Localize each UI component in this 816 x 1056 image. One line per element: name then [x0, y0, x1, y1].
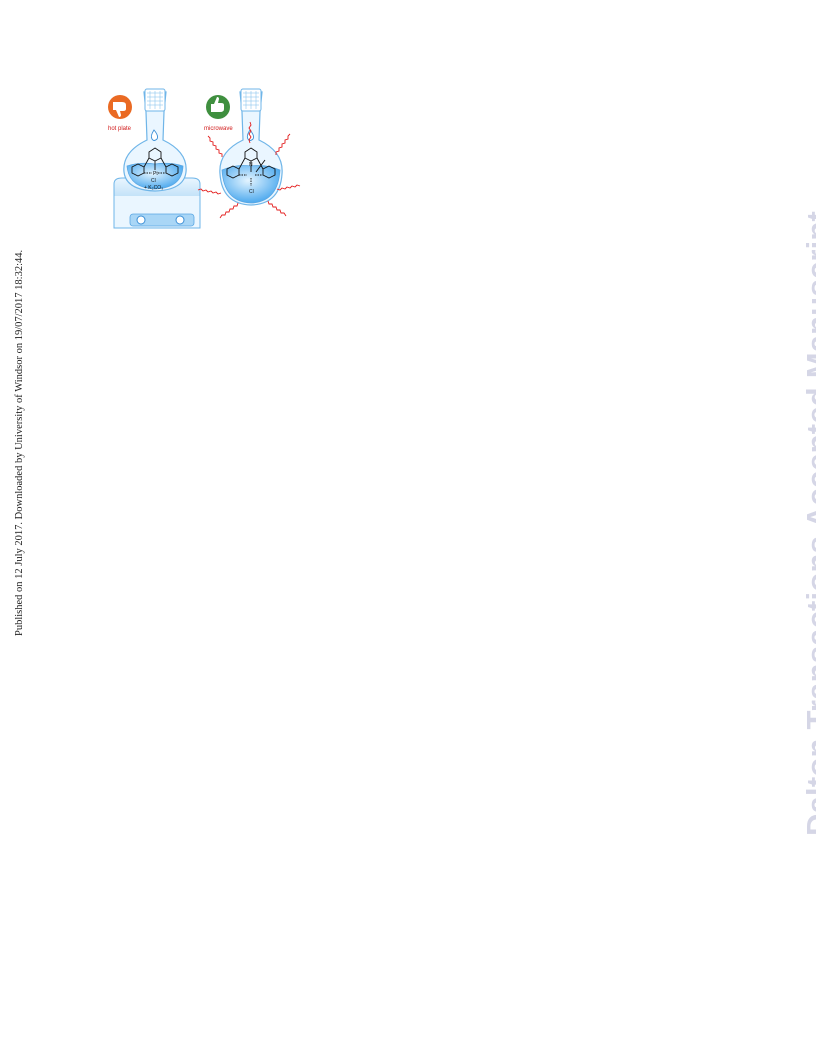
journal-watermark: Dalton Transactions Accepted Manuscript [800, 210, 816, 836]
complex-structure [226, 147, 276, 186]
microwave-waves-icon [197, 121, 301, 219]
chloride-label-right: Cl [249, 189, 254, 195]
publication-note: Published on 12 July 2017. Downloaded by… [14, 249, 25, 636]
microwave-setup: N Cl microwave [197, 88, 301, 219]
chloride-label: Cl [151, 178, 156, 184]
nitrogen-label: N [249, 162, 253, 168]
graphical-abstract: Pt Cl + K₂CO₃ hot plate [100, 86, 306, 236]
hot-plate-setup: Pt Cl + K₂CO₃ hot plate [108, 88, 201, 229]
thumbs-up-icon [206, 95, 230, 119]
microwave-label: microwave [204, 126, 233, 132]
reagent-label: + K₂CO₃ [144, 185, 163, 191]
thumbs-down-icon [108, 95, 132, 119]
hot-plate-label: hot plate [108, 126, 132, 132]
flask-icon [123, 88, 187, 192]
ligand-structure [131, 147, 179, 177]
metal-label: Pt [153, 171, 158, 177]
